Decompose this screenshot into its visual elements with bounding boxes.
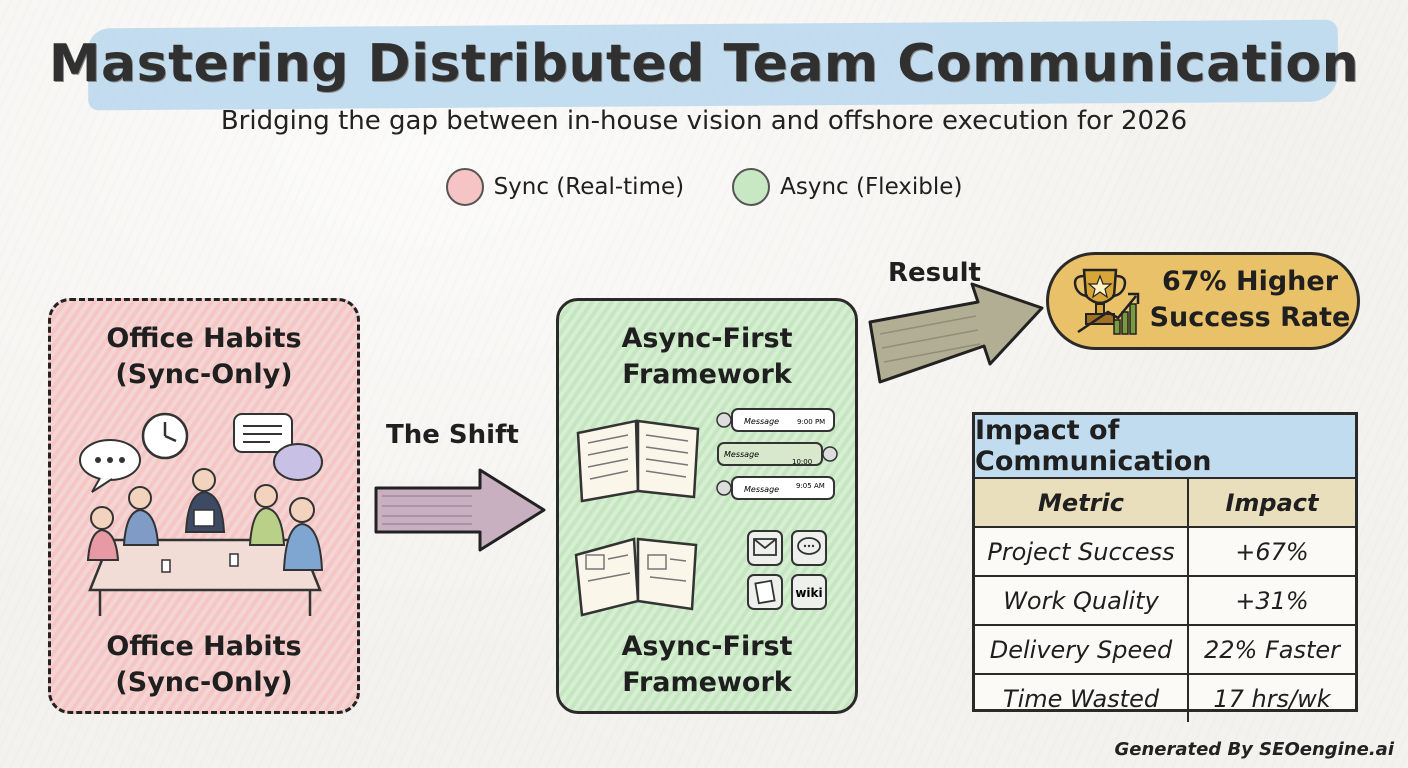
office-habits-heading-top: Office Habits (Sync-Only) bbox=[51, 321, 357, 394]
async-illustration: Message 9:00 PM Message 10:00 Message 9:… bbox=[574, 408, 838, 617]
sync-swatch bbox=[445, 168, 484, 206]
message-label: Message bbox=[724, 450, 759, 459]
office-habits-top-line2: (Sync-Only) bbox=[115, 359, 293, 391]
table-row: Work Quality +31% bbox=[975, 577, 1355, 626]
shift-arrow-label: The Shift bbox=[386, 420, 519, 450]
result-line2: Success Rate bbox=[1149, 302, 1351, 334]
impact-table-header: Metric Impact bbox=[975, 479, 1355, 528]
async-heading-top: Async-First Framework bbox=[559, 321, 855, 394]
page-title: Mastering Distributed Team Communication bbox=[48, 34, 1360, 94]
cup-icon bbox=[161, 559, 171, 573]
message-label: Message bbox=[744, 485, 779, 494]
office-habits-heading-bottom: Office Habits (Sync-Only) bbox=[51, 629, 357, 702]
email-icon bbox=[747, 530, 783, 566]
open-notebook-icon bbox=[576, 419, 700, 503]
async-framework-box: Async-First Framework Async-First Framew… bbox=[556, 298, 858, 714]
meeting-table bbox=[88, 538, 322, 616]
legend: Sync (Real-time) Async (Flexible) bbox=[0, 168, 1408, 206]
documentation-notebook-icon bbox=[574, 537, 698, 617]
office-habits-top-line1: Office Habits bbox=[106, 323, 302, 354]
footer-credit: Generated By SEOengine.ai bbox=[1114, 739, 1394, 760]
impact-table-title: Impact of Communication bbox=[975, 415, 1355, 479]
table-row: Project Success +67% bbox=[975, 528, 1355, 577]
legend-item-sync: Sync (Real-time) bbox=[445, 168, 685, 206]
header-impact: Impact bbox=[1225, 488, 1319, 517]
table-row: Delivery Speed 22% Faster bbox=[975, 626, 1355, 675]
table-row: Time Wasted 17 hrs/wk bbox=[975, 675, 1355, 722]
clock-icon bbox=[141, 412, 189, 460]
legend-label-async: Async (Flexible) bbox=[780, 174, 963, 200]
messages-thread: Message 9:00 PM Message 10:00 Message 9:… bbox=[716, 408, 838, 500]
metric-cell: Delivery Speed bbox=[975, 626, 1189, 673]
impact-cell: +31% bbox=[1235, 586, 1309, 615]
person-right-center bbox=[248, 484, 286, 546]
message-time: 9:05 AM bbox=[796, 482, 825, 490]
document-icon bbox=[747, 574, 783, 610]
chat-icon bbox=[791, 530, 827, 566]
person-right bbox=[282, 497, 324, 571]
shift-arrow bbox=[374, 468, 546, 552]
metric-cell: Project Success bbox=[975, 528, 1189, 575]
impact-cell: 22% Faster bbox=[1203, 635, 1341, 664]
wiki-label: wiki bbox=[795, 586, 822, 600]
cup-icon bbox=[229, 553, 239, 567]
impact-cell: +67% bbox=[1235, 537, 1309, 566]
person-left-center bbox=[122, 486, 160, 546]
office-habits-bottom-line1: Office Habits bbox=[106, 631, 302, 662]
message-time: 10:00 bbox=[792, 458, 812, 466]
impact-table: Impact of Communication Metric Impact Pr… bbox=[972, 412, 1358, 722]
person-center bbox=[184, 468, 226, 533]
message-label: Message bbox=[744, 417, 779, 426]
async-top-line2: Framework bbox=[622, 359, 792, 391]
header-metric: Metric bbox=[975, 479, 1189, 526]
async-bottom-line2: Framework bbox=[622, 667, 792, 699]
message-time: 9:00 PM bbox=[797, 418, 825, 426]
result-arrow bbox=[868, 282, 1044, 384]
page-subtitle: Bridging the gap between in-house vision… bbox=[220, 106, 1188, 136]
metric-cell: Work Quality bbox=[975, 577, 1189, 624]
trophy-icon bbox=[1073, 268, 1140, 335]
metric-cell: Time Wasted bbox=[975, 675, 1189, 722]
meeting-illustration bbox=[79, 412, 324, 616]
async-swatch bbox=[732, 168, 771, 206]
async-heading-bottom: Async-First Framework bbox=[559, 629, 855, 702]
speech-bubble-icon bbox=[79, 439, 141, 493]
async-top-line1: Async-First bbox=[621, 323, 793, 354]
legend-label-sync: Sync (Real-time) bbox=[493, 174, 685, 200]
chat-bubble-icon bbox=[233, 413, 323, 481]
result-text: 67% Higher Success Rate bbox=[1140, 264, 1360, 337]
legend-item-async: Async (Flexible) bbox=[732, 168, 962, 206]
result-arrow-label: Result bbox=[888, 258, 981, 288]
impact-cell: 17 hrs/wk bbox=[1213, 684, 1331, 713]
person-left bbox=[86, 506, 120, 561]
async-bottom-line1: Async-First bbox=[621, 631, 793, 662]
office-habits-bottom-line2: (Sync-Only) bbox=[115, 667, 293, 699]
wiki-icon: wiki bbox=[791, 574, 827, 610]
result-line1: 67% Higher bbox=[1161, 266, 1339, 297]
